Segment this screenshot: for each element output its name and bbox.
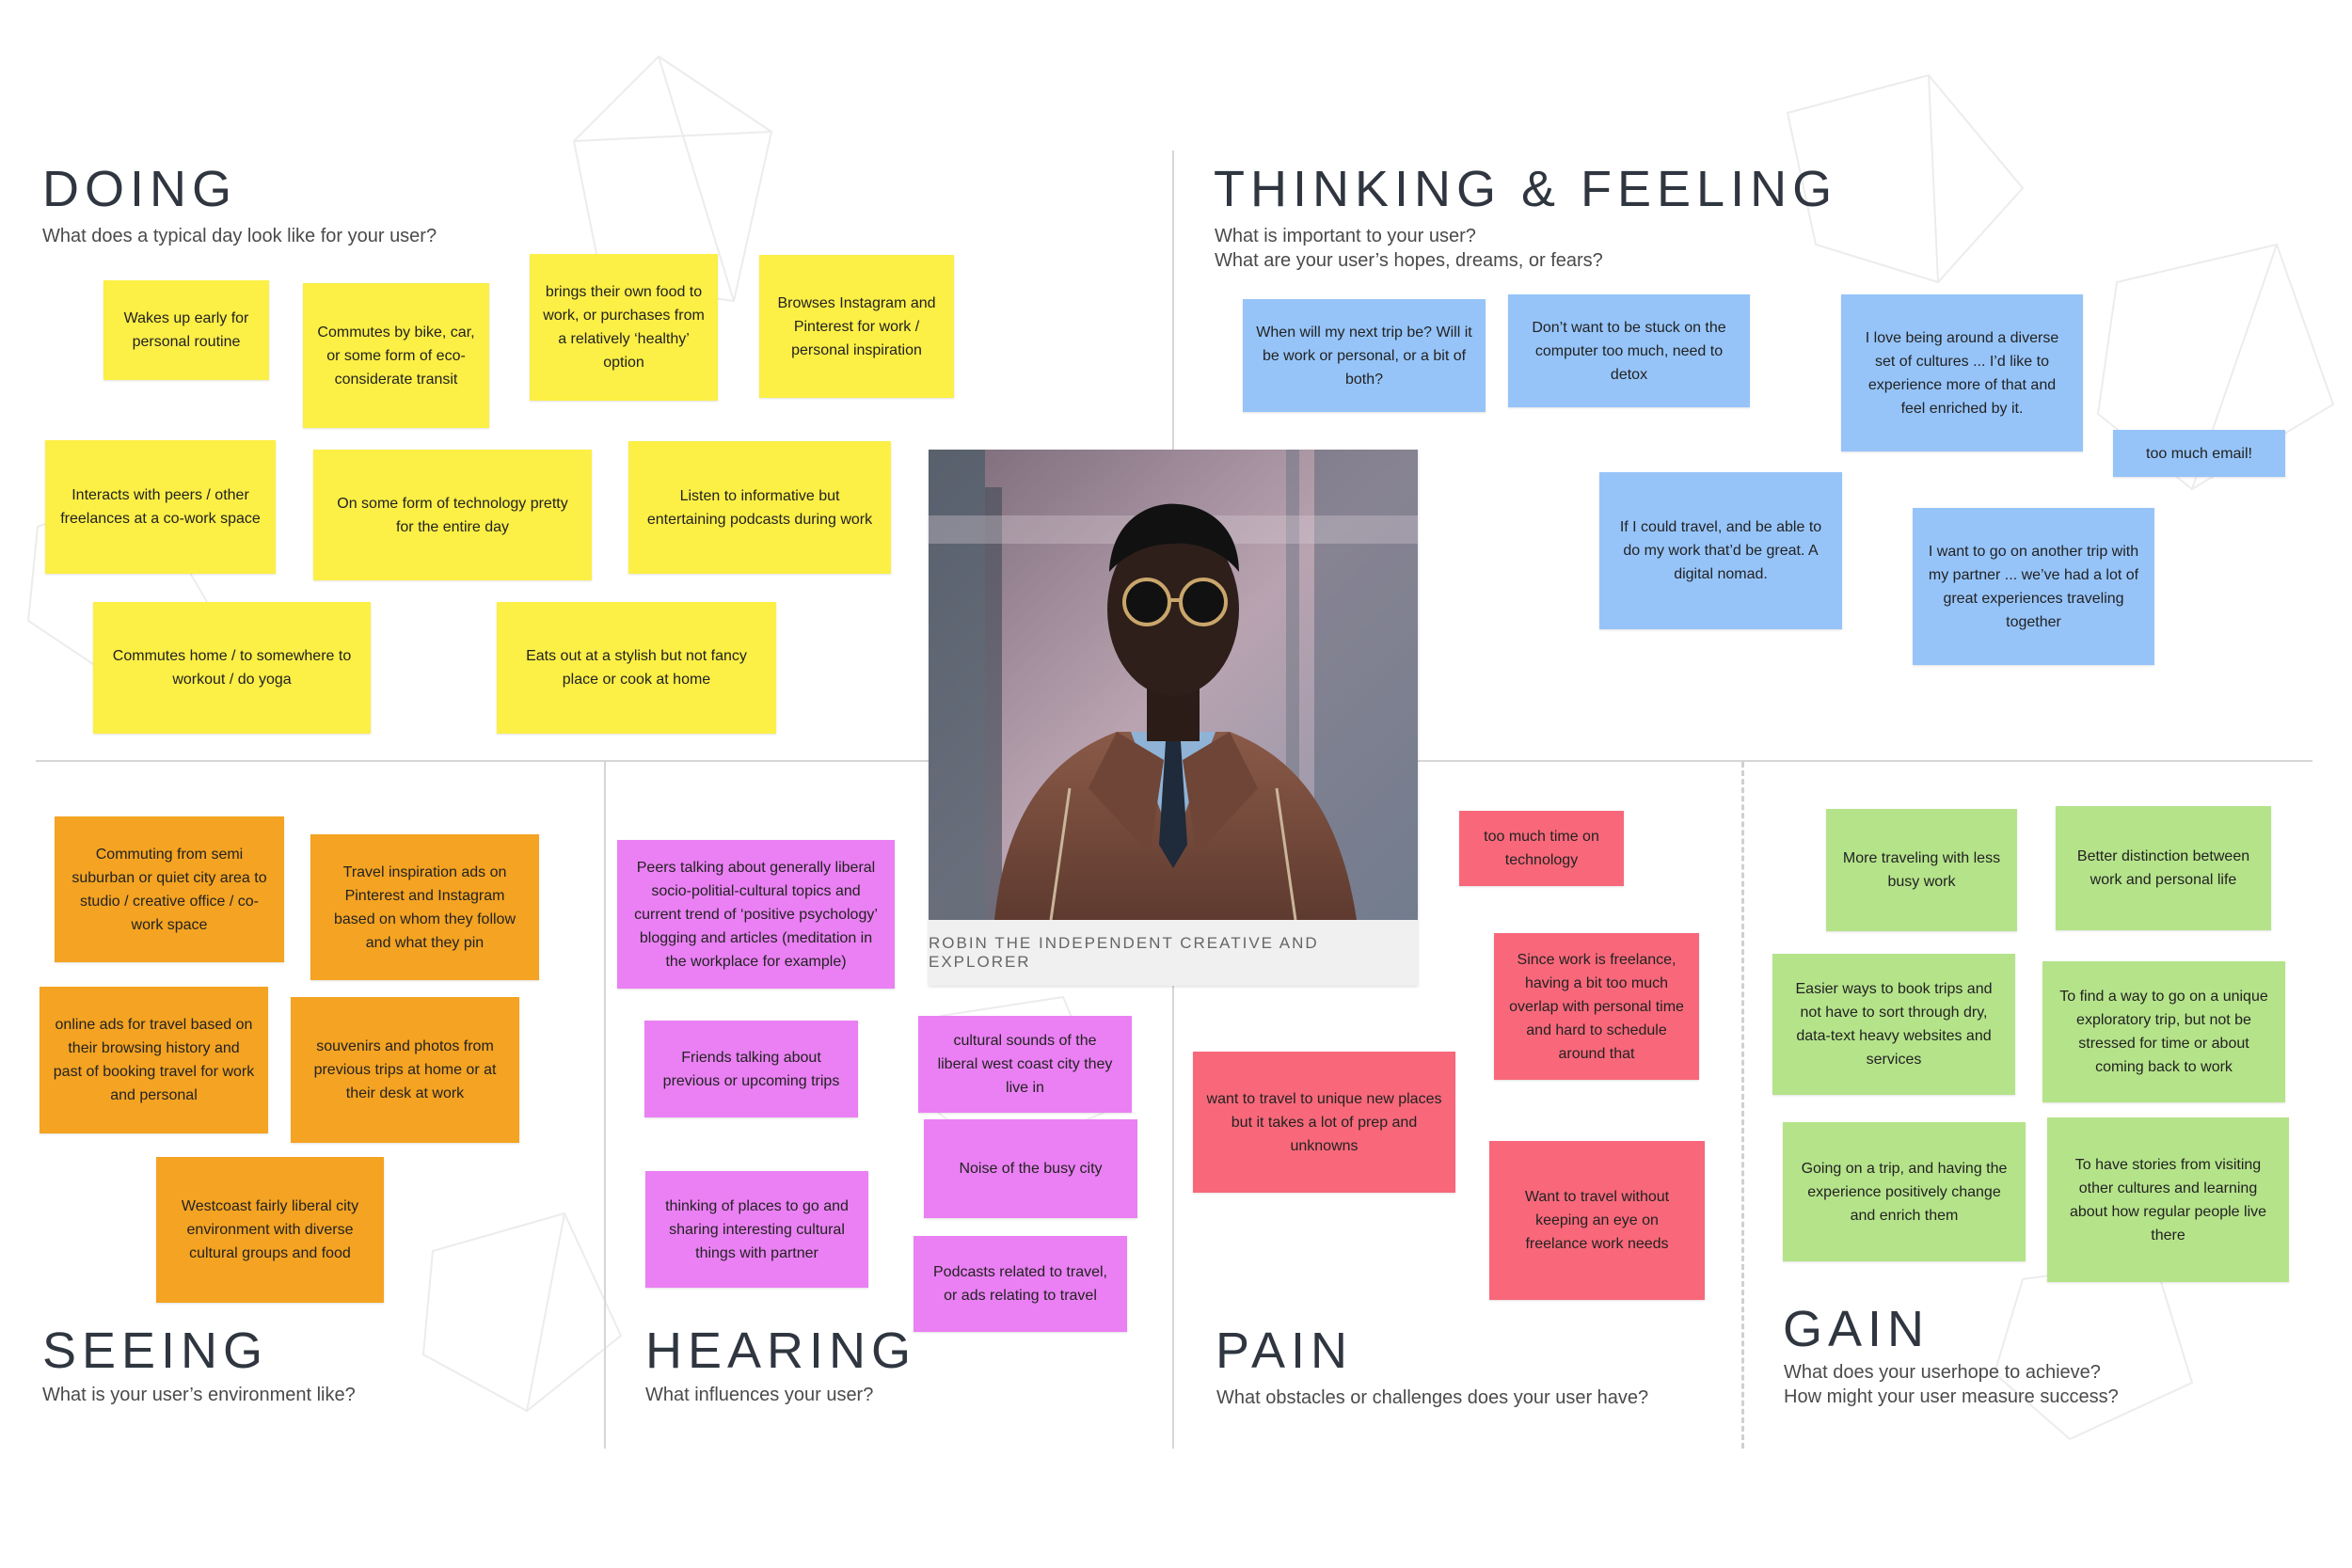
pain-note[interactable]: too much time on technology [1459, 811, 1624, 886]
gain-title: GAIN [1783, 1300, 1930, 1358]
hearing-note[interactable]: Noise of the busy city [924, 1119, 1137, 1218]
gain-subtitle-2: How might your user measure success? [1784, 1385, 2119, 1409]
thinking-note[interactable]: Don’t want to be stuck on the computer t… [1508, 294, 1750, 407]
persona-photo [929, 450, 1418, 920]
dashed-divider-pain-gain [1741, 762, 1744, 1449]
vertical-divider-seeing-hearing [604, 762, 606, 1449]
hearing-title: HEARING [645, 1322, 916, 1380]
thinking-feeling-subtitle-1: What is important to your user? [1215, 224, 1476, 248]
thinking-note[interactable]: If I could travel, and be able to do my … [1599, 472, 1842, 629]
doing-note[interactable]: Listen to informative but entertaining p… [628, 441, 891, 574]
pain-note[interactable]: Since work is freelance, having a bit to… [1494, 933, 1699, 1080]
persona-caption: ROBIN THE INDEPENDENT CREATIVE AND EXPLO… [929, 920, 1418, 986]
doing-note[interactable]: Commutes by bike, car, or some form of e… [303, 283, 489, 428]
gain-note[interactable]: More traveling with less busy work [1826, 809, 2017, 931]
thinking-note[interactable]: I love being around a diverse set of cul… [1841, 294, 2083, 451]
seeing-subtitle: What is your user’s environment like? [42, 1383, 356, 1407]
gain-note[interactable]: Easier ways to book trips and not have t… [1772, 954, 2015, 1095]
seeing-title: SEEING [42, 1322, 268, 1380]
thinking-note[interactable]: I want to go on another trip with my par… [1913, 508, 2154, 665]
hearing-note[interactable]: Peers talking about generally liberal so… [617, 840, 895, 989]
thinking-feeling-subtitle-2: What are your user’s hopes, dreams, or f… [1215, 248, 1603, 273]
seeing-note[interactable]: Travel inspiration ads on Pinterest and … [310, 834, 539, 980]
pain-note[interactable]: want to travel to unique new places but … [1193, 1052, 1455, 1193]
doing-note[interactable]: Interacts with peers / other freelances … [45, 440, 276, 574]
doing-note[interactable]: Eats out at a stylish but not fancy plac… [497, 602, 776, 734]
gain-note[interactable]: Going on a trip, and having the experien… [1783, 1122, 2026, 1261]
pain-subtitle: What obstacles or challenges does your u… [1216, 1386, 1648, 1410]
seeing-note[interactable]: Westcoast fairly liberal city environmen… [156, 1157, 384, 1303]
doing-note[interactable]: On some form of technology pretty for th… [313, 450, 592, 580]
gain-note[interactable]: To find a way to go on a unique explorat… [2042, 961, 2285, 1102]
thinking-feeling-title: THINKING & FEELING [1214, 160, 1837, 218]
hearing-note[interactable]: Podcasts related to travel, or ads relat… [914, 1236, 1127, 1332]
persona-card: ROBIN THE INDEPENDENT CREATIVE AND EXPLO… [929, 450, 1418, 986]
thinking-note[interactable]: When will my next trip be? Will it be wo… [1243, 299, 1486, 412]
doing-note[interactable]: Browses Instagram and Pinterest for work… [759, 255, 954, 398]
hearing-note[interactable]: thinking of places to go and sharing int… [645, 1171, 868, 1288]
seeing-note[interactable]: Commuting from semi suburban or quiet ci… [55, 816, 284, 962]
hearing-note[interactable]: Friends talking about previous or upcomi… [644, 1021, 858, 1117]
hearing-note[interactable]: cultural sounds of the liberal west coas… [918, 1016, 1132, 1113]
doing-note[interactable]: Commutes home / to somewhere to workout … [93, 602, 371, 734]
gain-subtitle-1: What does your userhope to achieve? [1784, 1360, 2101, 1385]
pain-title: PAIN [1216, 1322, 1353, 1380]
doing-title: DOING [42, 160, 237, 218]
seeing-note[interactable]: souvenirs and photos from previous trips… [291, 997, 519, 1143]
gain-note[interactable]: Better distinction between work and pers… [2056, 806, 2271, 930]
doing-note[interactable]: brings their own food to work, or purcha… [530, 254, 718, 401]
pain-note[interactable]: Want to travel without keeping an eye on… [1489, 1141, 1705, 1300]
thinking-note[interactable]: too much email! [2113, 430, 2285, 477]
hearing-subtitle: What influences your user? [645, 1383, 873, 1407]
gain-note[interactable]: To have stories from visiting other cult… [2047, 1117, 2289, 1282]
doing-note[interactable]: Wakes up early for personal routine [103, 280, 269, 380]
seeing-note[interactable]: online ads for travel based on their bro… [40, 987, 268, 1133]
doing-subtitle: What does a typical day look like for yo… [42, 224, 437, 248]
